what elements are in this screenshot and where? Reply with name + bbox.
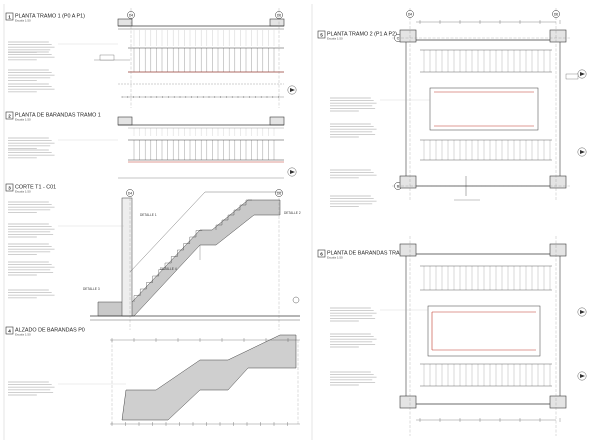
stair-step [233, 209, 240, 215]
column [549, 395, 567, 409]
stair-step [239, 204, 246, 210]
view-4-number-box [5, 326, 14, 335]
level-label-c: C [397, 36, 400, 40]
detalle-4-label: DETALLE 4 [160, 267, 177, 271]
column [399, 243, 417, 257]
stair-step [195, 230, 203, 237]
stair-step [177, 249, 184, 257]
column [549, 243, 567, 257]
detalle-3-label: DETALLE 3 [83, 287, 100, 291]
north-arrow-icon [287, 85, 297, 95]
view-5-number-box [317, 30, 326, 39]
view-6-scale: Escala 1:50 [327, 256, 343, 260]
railing-panel-elevation [121, 334, 297, 421]
stair-step [221, 219, 228, 225]
view-3-title: CORTE T1 - C01 [15, 185, 56, 191]
north-arrow-icon [580, 310, 585, 314]
column [117, 18, 133, 27]
stair-step [245, 199, 252, 205]
view-2-railing-plan [117, 116, 297, 179]
view-6-number-box [317, 249, 326, 258]
view-1-title: PLANTA TRAMO 1 (P0 A P1) [15, 14, 85, 20]
column [117, 116, 133, 126]
view-3-title-block: 3 CORTE T1 - C01 Escala 1:50 [5, 183, 56, 194]
view-6-title-block: 6 PLANTA DE BARANDAS TRAMO 2 Escala 1:50 [317, 249, 413, 260]
grid-bubble-d4 [126, 189, 134, 197]
view-6-title: PLANTA DE BARANDAS TRAMO 2 [327, 251, 413, 257]
stair-step [133, 295, 141, 302]
detail-callout-icon [292, 296, 300, 304]
handrail-line [129, 191, 206, 273]
view-2-scale: Escala 1:50 [15, 118, 31, 122]
north-arrow-icon [290, 170, 295, 174]
landing-outline [427, 305, 541, 357]
view-6-number: 6 [320, 251, 323, 256]
north-arrow-icon [577, 371, 587, 381]
view-6-railing-plan [399, 236, 587, 436]
column [269, 18, 285, 27]
view-3-stair-section [90, 191, 300, 330]
view-3-grid-bubbles: D4 D6 [126, 189, 283, 197]
view-2-title-block: 2 PLANTA DE BARANDAS TRAMO 1 Escala 1:50 [5, 111, 101, 122]
view-5-number: 5 [320, 32, 323, 37]
column [549, 29, 567, 43]
stair-step [183, 243, 190, 250]
wall-section [121, 197, 133, 317]
view-5-title-block: 5 PLANTA TRAMO 2 (P1 A P2) Escala 1:50 [317, 30, 397, 41]
view-1-number-box [5, 12, 14, 21]
view-4-railing-elevation [110, 334, 300, 426]
grid-bubble-d6 [275, 189, 283, 197]
view-5-title: PLANTA TRAMO 2 (P1 A P2) [327, 32, 397, 38]
north-arrow-icon [577, 147, 587, 157]
detalle-1-label: DETALLE 1 [140, 213, 157, 217]
column [399, 29, 417, 43]
stair-step [158, 269, 165, 276]
stair-step [146, 282, 153, 289]
north-arrow-icon [287, 167, 297, 177]
view-2-title: PLANTA DE BARANDAS TRAMO 1 [15, 113, 101, 119]
level-label-b: B [397, 184, 400, 188]
view-4-number: 4 [8, 328, 11, 333]
view-4-scale: Escala 1:50 [15, 333, 31, 337]
north-arrow-icon [580, 374, 585, 378]
view-5-scale: Escala 1:50 [327, 37, 343, 41]
view-5-stair-plan [392, 8, 587, 201]
column [269, 116, 285, 126]
view-2-number: 2 [8, 113, 11, 118]
tag-box [565, 73, 579, 80]
view-2-number-box [5, 111, 14, 120]
stair-step [152, 275, 159, 283]
column [399, 395, 417, 409]
stair-step [140, 288, 147, 296]
view-1-stair-plan [94, 8, 297, 108]
tag-box [99, 54, 115, 61]
north-arrow-icon [577, 307, 587, 317]
north-arrow-icon [580, 72, 585, 76]
view-1-number: 1 [8, 14, 11, 19]
view-3-number-box [5, 183, 14, 192]
view-4-title-block: 4 ALZADO DE BARANDAS P0 Escala 1:50 [5, 326, 85, 337]
annotation-notes [8, 41, 430, 396]
stair-step [164, 262, 172, 270]
stair-step [189, 236, 196, 244]
view-1-title-block: 1 PLANTA TRAMO 1 (P0 A P1) Escala 1:50 [5, 12, 85, 23]
north-arrow-icon [290, 88, 295, 92]
view-3-scale: Escala 1:50 [15, 190, 31, 194]
north-arrow-icon [580, 150, 585, 154]
landing-outline [429, 87, 539, 131]
grid-label-d4: D4 [128, 191, 132, 195]
stair-step [227, 214, 234, 220]
column [549, 175, 567, 189]
view-3-number: 3 [8, 185, 11, 190]
column [399, 175, 417, 189]
view-1-scale: Escala 1:50 [15, 19, 31, 23]
grid-label-d6: D6 [277, 191, 281, 195]
detalle-2-label: DETALLE 2 [284, 211, 301, 215]
stair-step [215, 224, 222, 230]
view-4-title: ALZADO DE BARANDAS P0 [15, 328, 85, 334]
stair-step [171, 256, 178, 263]
